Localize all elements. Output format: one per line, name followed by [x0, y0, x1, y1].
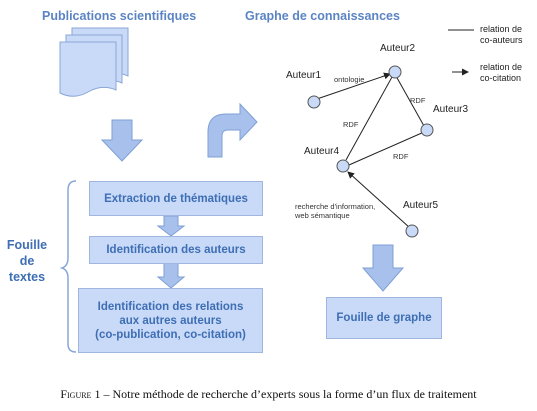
edge-auteur5-auteur4	[347, 171, 411, 229]
label-auteur3: Auteur3	[433, 104, 469, 115]
box-relations-line-3: (co-publication, co-citation)	[95, 328, 246, 341]
box-identification-relations: Identification des relations aux autres …	[78, 288, 263, 353]
legend-co-auteurs-line-1: relation de	[480, 24, 523, 34]
figure-caption: Figure 1 – Notre méthode de recherche d’…	[0, 387, 537, 402]
brace	[59, 180, 77, 353]
edge-auteur2-auteur3	[395, 75, 425, 127]
node-auteur5	[405, 224, 419, 238]
down-arrow-left	[100, 119, 144, 162]
node-auteur3	[420, 123, 434, 137]
edge-auteur1-auteur2	[313, 72, 391, 101]
edge-label-ontologie: ontologie	[334, 75, 365, 84]
edge-auteur3-auteur4	[348, 131, 425, 166]
curved-arrow	[207, 102, 258, 158]
left-title: Publications scientifiques	[42, 9, 197, 23]
legend-co-citation: relation de co-citation	[480, 62, 522, 84]
box-fouille-graphe: Fouille de graphe	[326, 297, 442, 339]
down-arrow-right	[361, 244, 405, 292]
node-auteur4	[336, 159, 350, 173]
legend-co-auteurs-line-2: co-auteurs	[480, 35, 523, 45]
edge-label-rdf-a2-a3: RDF	[410, 96, 426, 105]
label-auteur4: Auteur4	[304, 146, 340, 157]
legend-co-auteurs: relation de co-auteurs	[480, 24, 523, 46]
node-auteur1	[307, 95, 321, 109]
edge-auteur2-auteur4	[345, 76, 393, 161]
legend-co-citation-line-2: co-citation	[480, 73, 522, 83]
legend-co-citation-line-1: relation de	[480, 62, 523, 72]
box-relations-line-2: aux autres auteurs	[119, 314, 222, 327]
caption-text: – Notre méthode de recherche d’experts s…	[103, 387, 477, 401]
side-label-line-1: Fouille	[6, 238, 48, 252]
connector-arrow-1	[156, 215, 186, 237]
box-identification-auteurs: Identification des auteurs	[89, 236, 263, 264]
side-label: Fouille de textes	[6, 237, 48, 285]
box-extraction: Extraction de thématiques	[89, 181, 263, 216]
edge-label-recherche-line-1: recherche d'information,	[295, 202, 376, 211]
edge-label-rdf-a2-a4: RDF	[343, 120, 359, 129]
label-auteur5: Auteur5	[403, 200, 439, 211]
connector-arrow-2	[156, 262, 186, 289]
edge-label-recherche-line-2: web sémantique	[295, 211, 350, 220]
box-fouille-graphe-label: Fouille de graphe	[336, 312, 432, 324]
side-label-line-3: textes	[8, 270, 46, 284]
label-auteur2: Auteur2	[380, 43, 416, 54]
caption-figure-word: Figure	[60, 387, 92, 401]
caption-number: 1	[94, 387, 101, 401]
edge-label-rdf-a3-a4: RDF	[393, 152, 409, 161]
documents-icon	[59, 27, 129, 97]
box-extraction-label: Extraction de thématiques	[104, 192, 248, 205]
side-label-line-2: de	[19, 254, 35, 268]
box-relations-line-1: Identification des relations	[97, 300, 244, 313]
box-identification-auteurs-label: Identification des auteurs	[106, 244, 246, 256]
node-auteur2	[388, 65, 402, 79]
right-title: Graphe de connaissances	[245, 9, 400, 23]
label-auteur1: Auteur1	[286, 70, 322, 81]
edge-label-recherche: recherche d'information, web sémantique	[295, 202, 375, 220]
